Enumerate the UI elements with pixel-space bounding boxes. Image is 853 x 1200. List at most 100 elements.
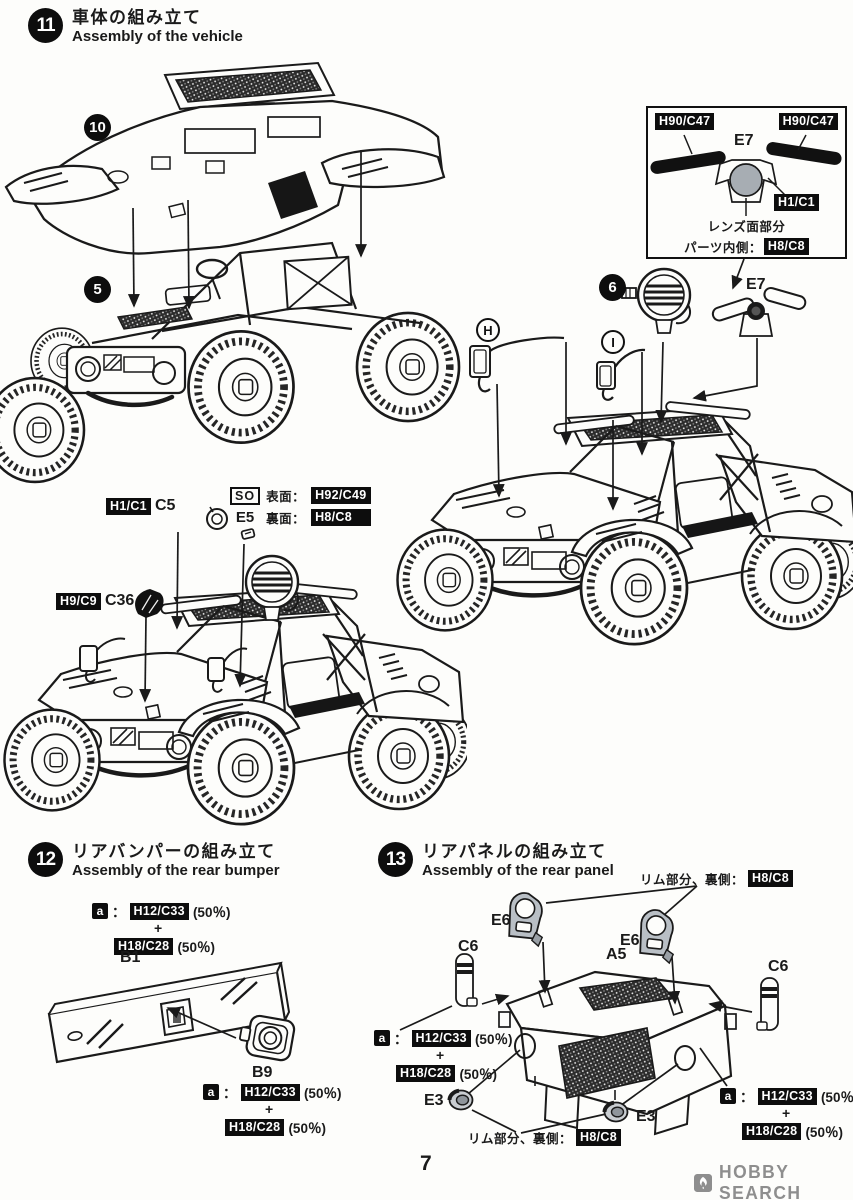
paint-code-mixra: H12/C33: [757, 1087, 817, 1105]
paint-code-rim-top: H8/C8: [748, 870, 793, 887]
mix-pct: (50％): [474, 1032, 513, 1047]
part-badge-h: H: [476, 318, 500, 342]
hobby-search-watermark: HOBBY SEARCH: [694, 1162, 853, 1200]
hobby-search-logo-text: HOBBY SEARCH: [719, 1162, 802, 1200]
so-part-box: SO: [230, 486, 261, 505]
mix-separator: ：: [112, 905, 126, 920]
mix-plus-sign: +: [782, 1105, 791, 1121]
c5-label-row: H1/C1 C5: [106, 497, 175, 515]
step-13-title-ja: リアパネルの組み立て: [422, 842, 607, 861]
mix-separator: ：: [394, 1032, 408, 1047]
paint-code-mixrb: H18/C28: [742, 1122, 802, 1140]
lens-note-line1: レンズ面部分: [707, 220, 786, 234]
paint-mix-left: a ： H12/C33 (50％) + H18/C28 (50％): [374, 1028, 512, 1083]
paint-code-c5: H1/C1: [106, 497, 151, 515]
paint-code-c36: H9/C9: [56, 592, 101, 610]
paint-code-mix2b: H18/C28: [225, 1118, 285, 1136]
mix-separator: ：: [740, 1090, 754, 1105]
paint-code-lens-inside: H8/C8: [763, 238, 809, 255]
b1-part-label: B1: [120, 949, 141, 966]
paint-code-wing-left: H90/C47: [655, 113, 715, 130]
mix-key-badge: a: [92, 903, 108, 919]
rim-note-top: リム部分、裏側： H8/C8: [640, 869, 793, 888]
step-11-header: 11 車体の組み立て Assembly of the vehicle: [28, 8, 243, 46]
headlight-part: [621, 267, 692, 335]
paint-code-rim-bottom: H8/C8: [576, 1129, 621, 1146]
step-13-title-en: Assembly of the rear panel: [422, 862, 614, 879]
part-badge-5: 5: [84, 276, 111, 303]
e5-part-label: E5: [235, 509, 255, 526]
rim-note-bottom-text: リム部分、裏側：: [468, 1132, 573, 1146]
e7-detail-callout: H90/C47 H90/C47 E7 H1/C1 レンズ面部分 パーツ内側： H…: [646, 106, 847, 259]
rim-note-top-text: リム部分、裏側：: [640, 873, 745, 887]
e5-back-label: 裏面：: [266, 512, 306, 526]
page-number: 7: [420, 1152, 432, 1175]
step-12-number-badge: 12: [28, 842, 63, 877]
paint-code-e5-back: H8/C8: [311, 509, 371, 526]
lens-note-line2: パーツ内側：: [684, 241, 762, 255]
c6-left-label: C6: [458, 938, 479, 955]
part-badge-i: I: [601, 330, 625, 354]
step-13-header: 13 リアパネルの組み立て Assembly of the rear panel: [378, 842, 614, 880]
part-badge-10: 10: [84, 114, 111, 141]
c36-part-label: C36: [104, 592, 135, 609]
c6-right-label: C6: [768, 958, 789, 975]
rim-note-bottom: リム部分、裏側： H8/C8: [468, 1128, 621, 1147]
e7-callout-part-label: E7: [734, 132, 754, 149]
a5-part-label: A5: [606, 946, 627, 963]
c36-label-row: H9/C9 C36: [56, 592, 134, 610]
b9-part-label: B9: [252, 1064, 273, 1081]
c5-part-label: C5: [154, 497, 176, 514]
mix-plus-sign: +: [265, 1101, 274, 1117]
e5-part: [240, 528, 256, 540]
mix-pct: (50％): [192, 905, 231, 920]
mix-key-badge: a: [374, 1030, 390, 1046]
hobby-search-logo-icon: [694, 1173, 713, 1193]
c5-part: [206, 506, 228, 530]
paint-code-mix1a: H12/C33: [129, 902, 189, 920]
e7-part-label: E7: [746, 276, 766, 293]
mix-key-badge: a: [720, 1088, 736, 1104]
mix-pct: (50％): [177, 940, 215, 955]
c6-part-right: [755, 976, 780, 1032]
paint-code-mixla: H12/C33: [411, 1029, 471, 1047]
e3-part-left: [447, 1088, 475, 1112]
e6-part-left: [505, 890, 548, 948]
paint-code-mixlb: H18/C28: [396, 1064, 456, 1082]
step-13-number-badge: 13: [378, 842, 413, 877]
mix-key-badge: a: [203, 1084, 219, 1100]
mix-plus-sign: +: [154, 920, 163, 936]
lens-note: レンズ面部分 パーツ内側： H8/C8: [648, 216, 845, 256]
mix-separator: ：: [223, 1086, 237, 1101]
mix-pct: (50％): [820, 1090, 853, 1105]
e3-right-label: E3: [636, 1108, 656, 1125]
e6-left-label: E6: [491, 912, 511, 929]
exploded-vehicle-drawing: [0, 61, 470, 485]
mix-pct: (50％): [288, 1121, 326, 1136]
mix-plus-sign: +: [436, 1047, 445, 1063]
c6-part-left: [454, 952, 479, 1008]
e7-detail-drawing: [650, 134, 842, 216]
paint-code-mix1b: H18/C28: [114, 937, 174, 955]
tow-hitch-part-drawing: [239, 1014, 296, 1062]
part-badge-6: 6: [599, 274, 626, 301]
so-front-label: 表面：: [266, 490, 306, 504]
step-11-title-ja: 車体の組み立て: [72, 8, 202, 27]
so-e5-label-block: SO 表面： H92/C49 E5 裏面： H8/C8: [230, 486, 371, 527]
e6-right-label: E6: [620, 932, 640, 949]
e6-part-right: [636, 907, 679, 965]
paint-code-mix2a: H12/C33: [240, 1083, 300, 1101]
paint-mix-right: a ： H12/C33 (50％) + H18/C28 (50％): [720, 1086, 853, 1141]
step-12-title-ja: リアバンパーの組み立て: [72, 842, 276, 861]
mix-pct: (50％): [459, 1067, 497, 1082]
paint-code-wing-right: H90/C47: [778, 113, 838, 130]
step-11-title-en: Assembly of the vehicle: [72, 28, 243, 45]
mix-pct: (50％): [805, 1125, 843, 1140]
rear-panel-drawing: [498, 970, 737, 1136]
paint-mix-b1: a ： H12/C33 (50％) + H18/C28 (50％): [92, 901, 230, 956]
step-12-title-en: Assembly of the rear bumper: [72, 862, 280, 879]
paint-code-frame: H1/C1: [774, 194, 819, 211]
mix-pct: (50％): [303, 1086, 342, 1101]
paint-code-so-front: H92/C49: [311, 487, 371, 504]
